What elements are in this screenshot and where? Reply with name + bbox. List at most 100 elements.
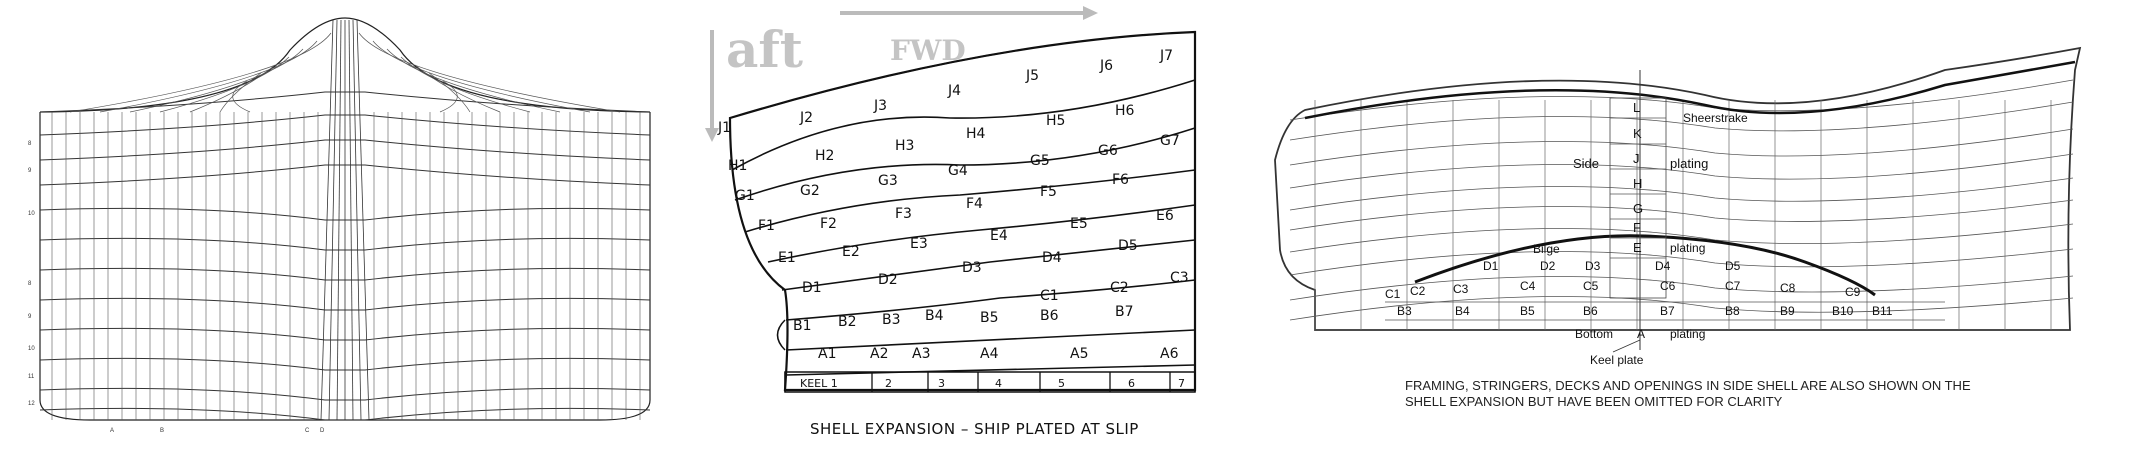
plate-label-e1: E1 [778, 250, 796, 266]
plate-label-d4: D4 [1042, 250, 1062, 266]
caption-line-2: SHELL EXPANSION BUT HAVE BEEN OMITTED FO… [1405, 394, 1783, 409]
keel-label-3: 3 [938, 377, 945, 390]
c-row-label: C5 [1583, 279, 1599, 293]
hull-outline [728, 30, 1197, 392]
plate-label-h6: H6 [1115, 103, 1135, 119]
strake-label-g: G [1633, 201, 1643, 216]
keel-label-4: 4 [995, 377, 1002, 390]
c-row-label: C3 [1453, 282, 1469, 296]
stem-line [352, 19, 362, 421]
strake-label-h: H [1633, 176, 1642, 191]
keel-label-5: 5 [1058, 377, 1065, 390]
strake-seam [734, 127, 1196, 201]
flare-line [400, 56, 531, 113]
bilge-label: Bilge [1533, 242, 1560, 256]
flare-line [372, 40, 591, 113]
plate-label-a4: A4 [980, 346, 999, 362]
c-row-label: C9 [1845, 285, 1861, 299]
c-row-label: C8 [1780, 281, 1796, 295]
plate-label-b7: B7 [1115, 304, 1134, 320]
b-row-label: B9 [1780, 304, 1795, 318]
b-row-label: B3 [1397, 304, 1412, 318]
b-row-label: B11 [1872, 304, 1893, 318]
plate-label-j2: J2 [799, 110, 813, 126]
slip-caption: SHELL EXPANSION – SHIP PLATED AT SLIP [810, 420, 1139, 438]
strake-label-k: K [1633, 126, 1642, 141]
b-row-label: B4 [1455, 304, 1470, 318]
plate-label-a6: A6 [1160, 346, 1179, 362]
plate-label-c2: C2 [1110, 280, 1129, 296]
strake-seam [731, 79, 1196, 171]
bottom-mark-label: D [320, 428, 325, 434]
plate-label-b5: B5 [980, 310, 999, 326]
flare-line [159, 56, 290, 113]
plate-label-f4: F4 [966, 196, 983, 212]
caption-line-1: FRAMING, STRINGERS, DECKS AND OPENINGS I… [1405, 378, 1971, 393]
d-row-label: D4 [1655, 259, 1671, 273]
plate-label-a3: A3 [912, 346, 930, 362]
sheerstrake-line [1304, 60, 2076, 120]
plate-label-g4: G4 [948, 163, 968, 179]
row-number-label: 10 [28, 346, 35, 352]
row-number-label: 9 [28, 314, 32, 320]
c-row-label: C6 [1660, 279, 1676, 293]
bottom-plating-label: plating [1670, 327, 1705, 341]
plate-label-e5: E5 [1070, 216, 1088, 232]
c-row-label: C7 [1725, 279, 1741, 293]
row-number-label: 9 [28, 168, 32, 174]
strake-seam [729, 31, 1196, 119]
plate-label-g6: G6 [1098, 143, 1118, 159]
plate-label-e4: E4 [990, 228, 1008, 244]
bottom-mark-label: A [110, 428, 114, 434]
plate-label-f5: F5 [1040, 184, 1057, 200]
plate-label-g3: G3 [878, 173, 898, 189]
watermark-aft: aft [726, 20, 804, 79]
bottom-mark-label: C [305, 428, 310, 434]
plate-label-g1: G1 [735, 188, 755, 204]
strake-seam [1289, 177, 2074, 211]
plate-label-b2: B2 [838, 314, 857, 330]
plate-label-j4: J4 [947, 83, 961, 99]
flare-line [232, 80, 251, 113]
plate-label-f1: F1 [758, 218, 775, 234]
plate-label-d5: D5 [1118, 238, 1138, 254]
fwd-arrow-head [1083, 6, 1098, 20]
plate-label-j3: J3 [873, 98, 887, 114]
strake-seam [785, 279, 1196, 321]
plate-label-h5: H5 [1046, 113, 1065, 129]
plate-label-b6: B6 [1040, 308, 1059, 324]
watermark-fwd: FWD [890, 34, 966, 67]
keel-label-6: 6 [1128, 377, 1135, 390]
plate-label-j5: J5 [1025, 68, 1039, 84]
strake-label-j: J [1633, 151, 1640, 166]
c-row-label: C2 [1410, 284, 1426, 298]
stem-line [320, 19, 334, 421]
plate-label-d1: D1 [802, 280, 822, 296]
plate-label-b1: B1 [793, 318, 812, 334]
plate-label-h1: H1 [728, 158, 747, 174]
plate-label-a5: A5 [1070, 346, 1088, 362]
plate-label-d2: D2 [878, 272, 898, 288]
plate-label-h4: H4 [966, 126, 986, 142]
keel-plate-pointer [1612, 339, 1641, 353]
plate-label-h2: H2 [815, 148, 834, 164]
d-row-label: D5 [1725, 259, 1741, 273]
strake-seam [1289, 275, 2074, 301]
b-row-label: B7 [1660, 304, 1675, 318]
bulb-curve [776, 319, 786, 351]
a-label: A [1637, 327, 1645, 341]
stem-line [348, 19, 354, 421]
flare-line [69, 32, 332, 113]
strake-seam [744, 169, 1196, 233]
plate-label-j1: J1 [717, 120, 731, 136]
plate-label-e3: E3 [910, 236, 928, 252]
flare-line [99, 40, 318, 113]
b-row-label: B5 [1520, 304, 1535, 318]
c-row-label: C4 [1520, 279, 1536, 293]
row-number-label: 11 [28, 374, 35, 380]
strake-label-e: E [1633, 240, 1642, 255]
sheerstrake-label: Sheerstrake [1683, 111, 1748, 125]
